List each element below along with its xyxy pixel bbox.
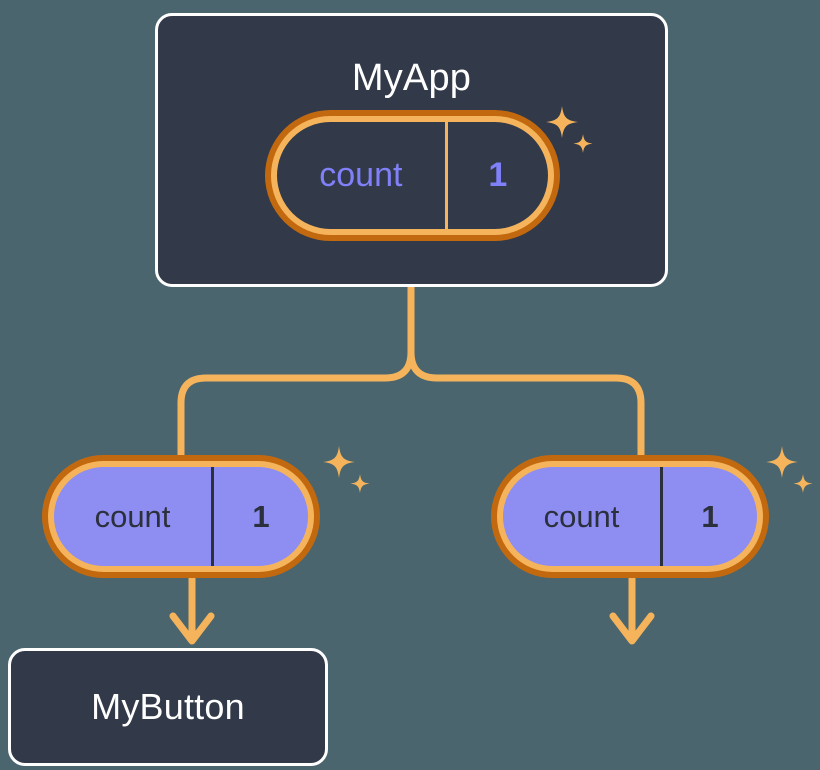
signal-pill-inner-ring: count 1 xyxy=(271,116,554,235)
signal-pill-core: count 1 xyxy=(503,467,757,566)
arrow-head-right xyxy=(609,612,655,645)
signal-pill-core: count 1 xyxy=(277,122,548,229)
node-mybutton-left[interactable]: MyButton xyxy=(8,648,328,766)
signal-pill-inner-ring: count 1 xyxy=(48,461,314,572)
signal-name: count xyxy=(277,122,448,229)
arrow-head-left xyxy=(169,612,215,645)
signal-pill-child-right[interactable]: count 1 xyxy=(491,455,769,578)
signal-value: 1 xyxy=(252,498,270,534)
sparkle-icon xyxy=(313,440,379,511)
node-mybutton-left-title: MyButton xyxy=(91,686,245,727)
signal-pill-core: count 1 xyxy=(54,467,308,566)
signal-name: count xyxy=(503,467,664,566)
connector-branch-right xyxy=(407,348,645,459)
signal-value: 1 xyxy=(701,498,719,534)
signal-pill-inner-ring: count 1 xyxy=(497,461,763,572)
connector-branch-left xyxy=(177,348,415,459)
signal-name: count xyxy=(54,467,215,566)
signal-value: 1 xyxy=(488,156,508,194)
node-myapp-title: MyApp xyxy=(351,57,472,99)
signal-pill-myapp[interactable]: count 1 xyxy=(265,110,560,241)
signal-pill-child-left[interactable]: count 1 xyxy=(42,455,320,578)
